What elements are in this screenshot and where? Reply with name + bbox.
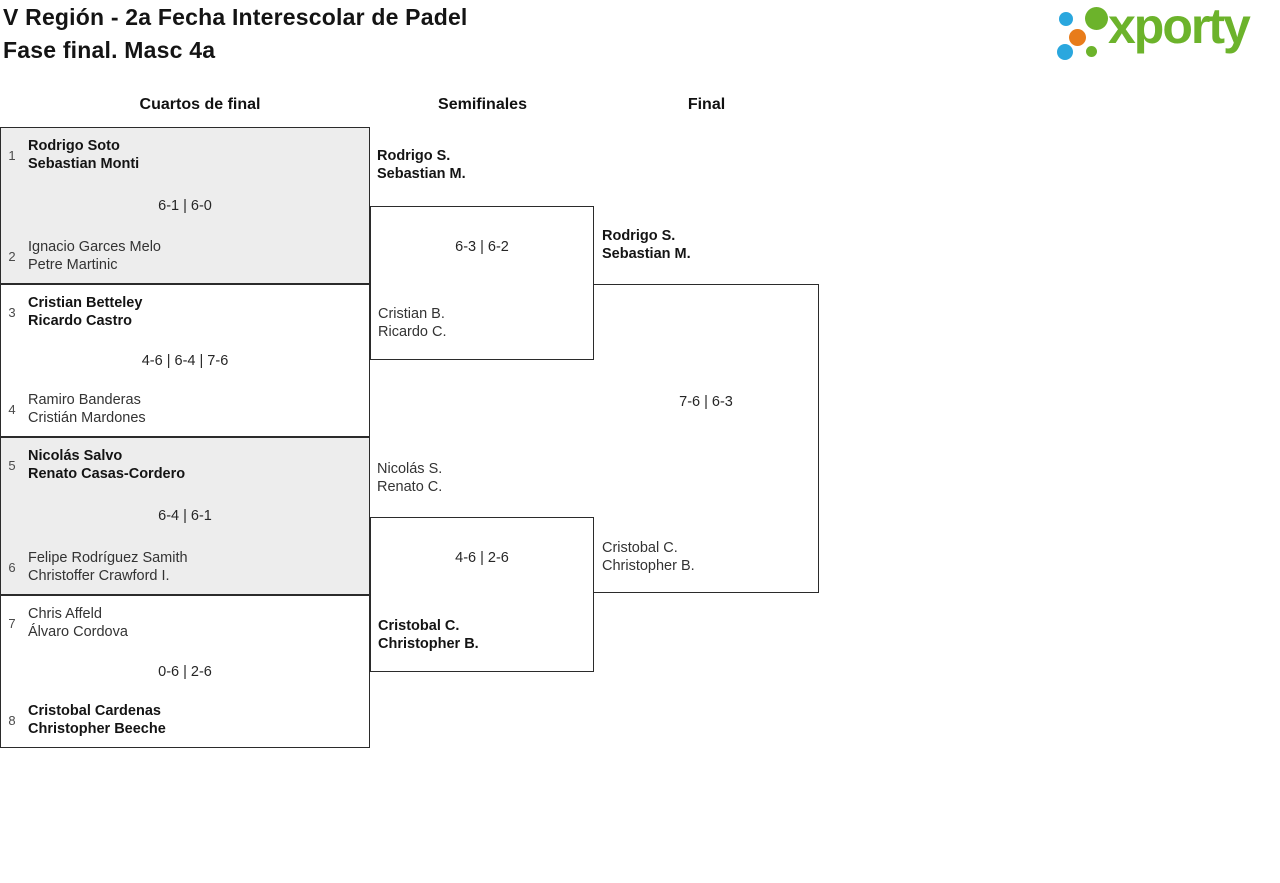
match-score: 4-6 | 2-6 [455, 550, 509, 566]
logo-dot-blue-small-icon [1059, 12, 1073, 26]
team-qf2-top: Cristian Betteley Ricardo Castro [28, 294, 142, 330]
player-name: Nicolás Salvo [28, 448, 123, 464]
team-sf1-top: Rodrigo S. Sebastian M. [377, 147, 466, 183]
player-name: Rodrigo S. [377, 148, 451, 164]
match-score: 4-6 | 6-4 | 7-6 [141, 352, 229, 369]
player-name: Ricardo C. [378, 324, 447, 340]
seed-number: 5 [8, 457, 16, 473]
match-quarterfinal-3[interactable]: 5 Nicolás Salvo Renato Casas-Cordero 6-4… [0, 437, 370, 595]
player-name: Chris Affeld [28, 606, 102, 622]
player-name: Cristobal Cardenas [28, 703, 161, 719]
seed-number: 3 [8, 304, 16, 320]
player-name: Christopher B. [602, 558, 695, 574]
match-quarterfinal-2[interactable]: 3 Cristian Betteley Ricardo Castro 4-6 |… [0, 284, 370, 437]
team-qf2-bottom: Ramiro Banderas Cristián Mardones [28, 391, 146, 427]
match-score: 7-6 | 6-3 [679, 394, 733, 410]
page-title-line-1: V Región - 2a Fecha Interescolar de Pade… [3, 4, 468, 30]
player-name: Álvaro Cordova [28, 624, 128, 640]
player-name: Sebastian M. [377, 166, 466, 182]
match-score: 6-1 | 6-0 [158, 197, 212, 214]
player-name: Christopher B. [378, 636, 479, 652]
seed-number: 6 [8, 559, 16, 575]
player-name: Christopher Beeche [28, 721, 166, 737]
page-title-line-2: Fase final. Masc 4a [3, 37, 216, 63]
player-name: Rodrigo S. [602, 228, 676, 244]
logo-dot-blue-medium-icon [1057, 44, 1073, 60]
player-name: Cristian B. [378, 306, 445, 322]
team-sf2-top: Nicolás S. Renato C. [377, 460, 442, 496]
player-name: Cristián Mardones [28, 410, 146, 426]
player-name: Cristobal C. [378, 618, 460, 634]
player-name: Ricardo Castro [28, 313, 132, 329]
xporty-wordmark: xporty [1108, 0, 1251, 54]
match-score: 6-3 | 6-2 [455, 239, 509, 255]
player-name: Petre Martinic [28, 257, 118, 273]
round-header-final: Final [687, 96, 726, 113]
player-name: Christoffer Crawford I. [28, 568, 170, 584]
seed-number: 2 [8, 248, 16, 264]
match-final[interactable]: 7-6 | 6-3 Cristobal C. Christopher B. [594, 284, 819, 593]
logo-dot-green-large-icon [1085, 7, 1108, 30]
round-header-semifinals: Semifinales [438, 96, 527, 113]
player-name: Nicolás S. [377, 461, 443, 477]
match-score: 0-6 | 2-6 [158, 663, 212, 680]
player-name: Cristian Betteley [28, 295, 143, 311]
seed-number: 4 [8, 401, 16, 417]
team-final-top: Rodrigo S. Sebastian M. [602, 227, 691, 263]
match-semifinal-2[interactable]: 4-6 | 2-6 Cristobal C. Christopher B. [370, 517, 594, 672]
player-name: Sebastian M. [602, 246, 691, 262]
logo-dot-green-small-icon [1086, 46, 1097, 57]
seed-number: 8 [8, 712, 16, 728]
player-name: Cristobal C. [602, 540, 678, 556]
logo-dot-orange-icon [1069, 29, 1086, 46]
xporty-logo[interactable]: xporty [1050, 0, 1280, 70]
player-name: Ramiro Banderas [28, 392, 141, 408]
seed-number: 1 [8, 147, 16, 163]
team-qf4-bottom: Cristobal Cardenas Christopher Beeche [28, 702, 166, 738]
round-header-quarterfinals: Cuartos de final [139, 96, 261, 113]
team-sf1-bottom: Cristian B. Ricardo C. [378, 305, 447, 341]
match-quarterfinal-1[interactable]: 1 Rodrigo Soto Sebastian Monti 6-1 | 6-0… [0, 127, 370, 284]
team-sf2-bottom: Cristobal C. Christopher B. [378, 617, 479, 653]
player-name: Rodrigo Soto [28, 138, 120, 154]
match-quarterfinal-4[interactable]: 7 Chris Affeld Álvaro Cordova 0-6 | 2-6 … [0, 595, 370, 748]
player-name: Felipe Rodríguez Samith [28, 550, 188, 566]
team-qf4-top: Chris Affeld Álvaro Cordova [28, 605, 128, 641]
team-qf1-top: Rodrigo Soto Sebastian Monti [28, 137, 139, 173]
team-final-bottom: Cristobal C. Christopher B. [602, 539, 695, 575]
player-name: Ignacio Garces Melo [28, 239, 161, 255]
page-title: V Región - 2a Fecha Interescolar de Pade… [3, 1, 468, 67]
match-score: 6-4 | 6-1 [158, 508, 212, 524]
team-qf3-bottom: Felipe Rodríguez Samith Christoffer Craw… [28, 549, 188, 585]
match-semifinal-1[interactable]: 6-3 | 6-2 Cristian B. Ricardo C. [370, 206, 594, 360]
player-name: Renato Casas-Cordero [28, 466, 186, 482]
team-qf3-top: Nicolás Salvo Renato Casas-Cordero [28, 447, 185, 483]
player-name: Renato C. [377, 479, 443, 495]
seed-number: 7 [8, 615, 16, 631]
team-qf1-bottom: Ignacio Garces Melo Petre Martinic [28, 238, 161, 274]
player-name: Sebastian Monti [28, 156, 140, 172]
